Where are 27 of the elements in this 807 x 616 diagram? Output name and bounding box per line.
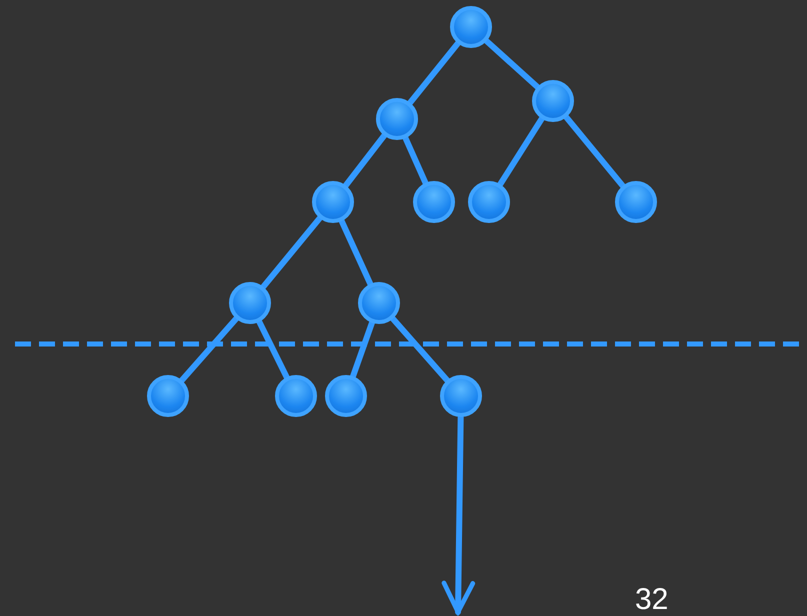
connector-line [256,318,290,380]
circle-node [615,181,657,223]
circle-node [147,375,189,417]
connector-line [338,218,374,287]
circle-node [468,181,510,223]
circle-node [312,181,354,223]
connector-line [260,215,323,290]
connector-line [563,114,626,189]
connector-line [402,135,428,186]
page-number: 32 [635,585,668,615]
circle-node [376,98,418,140]
connector-line [390,316,450,384]
circle-node [440,375,482,417]
circle-node [275,375,317,417]
circle-node [532,80,574,122]
circle-node [413,181,455,223]
connector-line [497,116,545,188]
circle-node [229,282,271,324]
connector-line [484,38,540,90]
connector-line [178,316,240,384]
circle-node [325,375,367,417]
circle-node [450,6,492,48]
arrow [442,414,476,615]
connector-line [342,132,388,188]
circle-node [358,282,400,324]
connector-line [350,320,375,380]
connector-line [407,40,461,106]
